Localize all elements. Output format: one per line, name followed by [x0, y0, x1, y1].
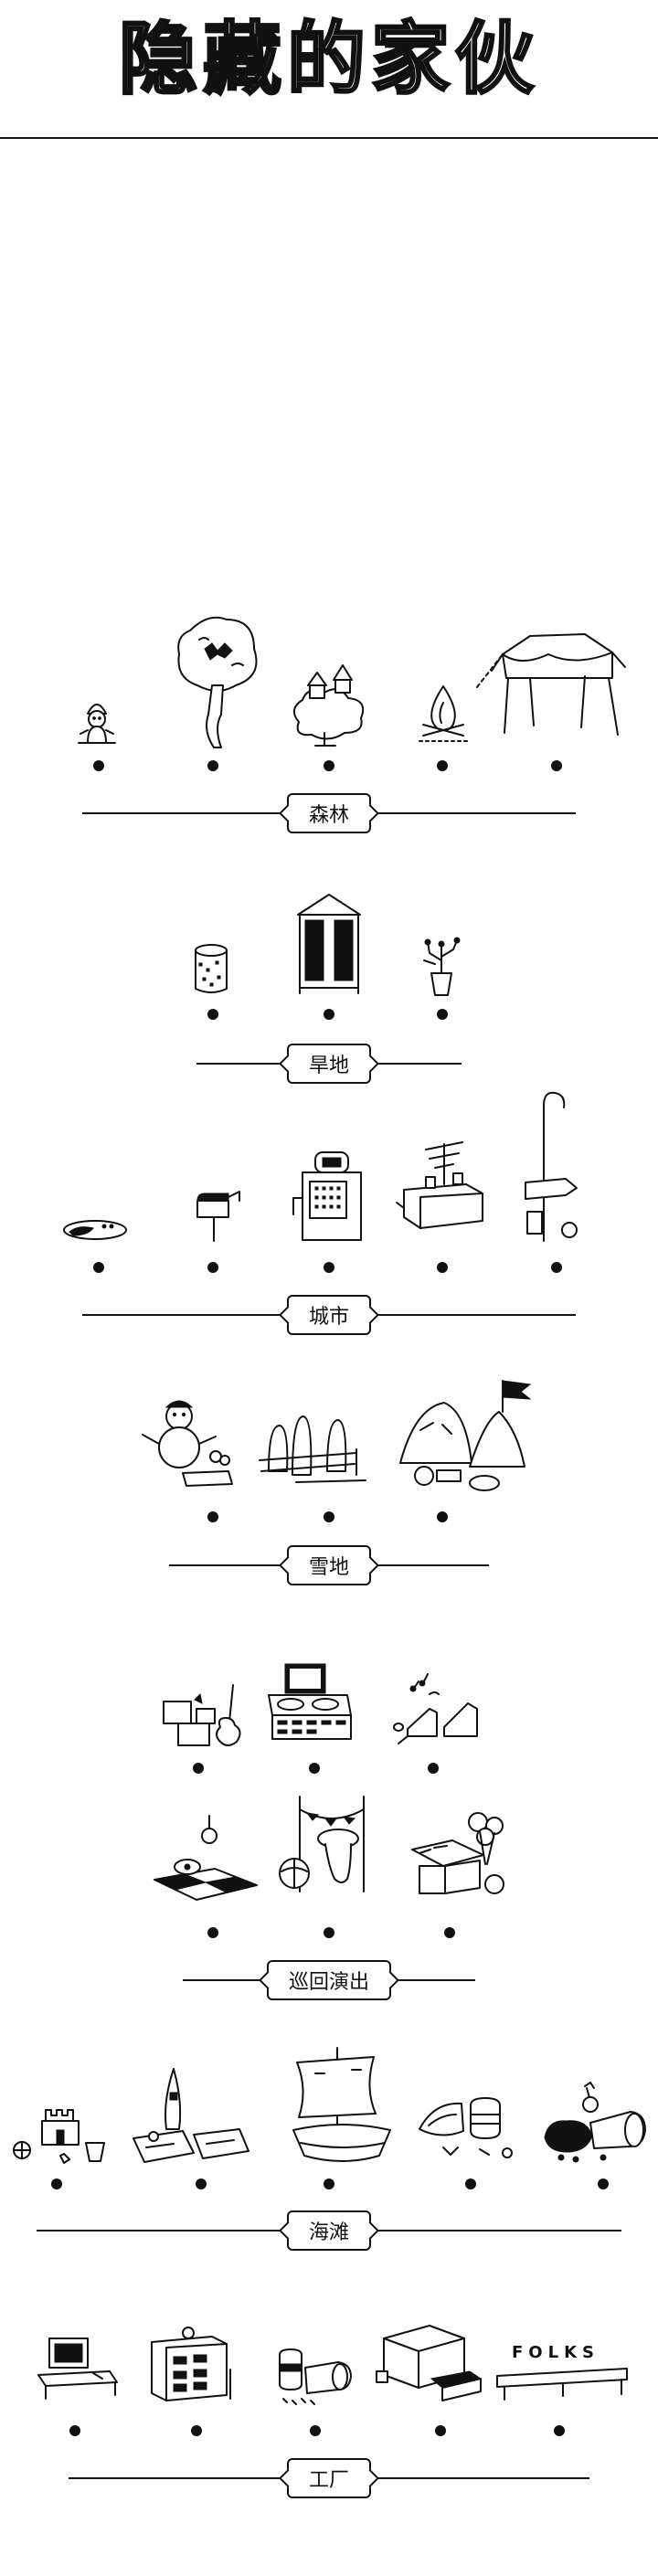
forest-level-4-node[interactable] — [437, 760, 448, 771]
city-level-5-node[interactable] — [551, 1262, 562, 1273]
factory-level-3-node[interactable] — [310, 2425, 321, 2436]
forest-level-2-node[interactable] — [207, 760, 218, 771]
beach-level-3-node[interactable] — [324, 2178, 334, 2189]
city-level-3-vending-machine-icon[interactable] — [288, 1147, 375, 1247]
beach-level-4-boat-barrel-icon[interactable] — [416, 2083, 516, 2170]
forest-level-5-node[interactable] — [551, 760, 562, 771]
dryland-level-1-stump-icon[interactable] — [190, 941, 232, 996]
forest-level-5-tent-icon[interactable] — [475, 631, 631, 740]
dryland-section-label[interactable]: 旱地 — [286, 1044, 372, 1084]
city-level-4-rooftop-antenna-icon[interactable] — [393, 1133, 494, 1243]
beach-level-2-node[interactable] — [196, 2178, 207, 2189]
factory-level-4-container-crates-icon[interactable] — [375, 2316, 484, 2403]
city-level-1-manhole-icon[interactable] — [60, 1215, 130, 1243]
tour-level-1-node[interactable] — [193, 1763, 204, 1774]
forest-level-3-treehouse-icon[interactable] — [288, 658, 370, 749]
beach-level-1-node[interactable] — [51, 2178, 62, 2189]
city-level-3-node[interactable] — [324, 1262, 334, 1273]
forest-level-1-node[interactable] — [93, 760, 104, 771]
tour-level-2-node[interactable] — [309, 1763, 320, 1774]
dryland-level-2-booth-icon[interactable] — [292, 891, 366, 996]
snow-level-2-node[interactable] — [324, 1511, 334, 1522]
beach-level-3-sailboat-icon[interactable] — [288, 2042, 398, 2170]
snow-level-2-ski-rack-icon[interactable] — [256, 1407, 370, 1499]
snow-level-1-snowman-icon[interactable] — [137, 1398, 238, 1499]
forest-level-3-node[interactable] — [324, 760, 334, 771]
tour-level-5-tuba-stage-icon[interactable] — [274, 1791, 384, 1905]
city-level-5-signpost-icon[interactable] — [516, 1087, 580, 1243]
forest-level-2-tree-icon[interactable] — [172, 612, 263, 749]
beach-level-5-crab-pipe-icon[interactable] — [539, 2079, 653, 2170]
factory-section-label[interactable]: 工厂 — [286, 2458, 372, 2498]
beach-level-1-sandcastle-icon[interactable] — [9, 2097, 110, 2170]
snow-level-3-node[interactable] — [437, 1511, 448, 1522]
tour-level-4-disco-floor-icon[interactable] — [151, 1814, 260, 1905]
tour-level-4-node[interactable] — [207, 1927, 218, 1938]
factory-level-5-folks-stage-icon[interactable]: FOLKS — [494, 2339, 631, 2403]
snow-section-label[interactable]: 雪地 — [286, 1545, 372, 1585]
tour-level-5-node[interactable] — [324, 1927, 334, 1938]
city-level-2-node[interactable] — [207, 1262, 218, 1273]
forest-level-1-gnome-icon[interactable] — [75, 690, 119, 747]
beach-section-label[interactable]: 海滩 — [286, 2210, 372, 2251]
factory-level-2-node[interactable] — [191, 2425, 202, 2436]
beach-level-2-surfboard-towels-icon[interactable] — [128, 2065, 251, 2170]
tour-level-3-node[interactable] — [428, 1763, 439, 1774]
title-divider — [0, 137, 658, 139]
tour-level-6-stall-balloons-icon[interactable] — [407, 1809, 516, 1905]
factory-level-4-node[interactable] — [435, 2425, 446, 2436]
factory-level-1-node[interactable] — [69, 2425, 80, 2436]
dryland-level-1-node[interactable] — [207, 1009, 218, 1020]
game-title: 隐藏的家伙 — [118, 14, 539, 105]
dryland-level-3-node[interactable] — [437, 1009, 448, 1020]
tour-level-6-node[interactable] — [444, 1927, 455, 1938]
factory-level-5-node[interactable] — [554, 2425, 565, 2436]
tour-section-label[interactable]: 巡回演出 — [266, 1960, 392, 2000]
tour-level-2-dj-booth-icon[interactable] — [265, 1659, 356, 1750]
factory-level-3-barrels-icon[interactable] — [274, 2344, 356, 2408]
dryland-level-2-node[interactable] — [324, 1009, 334, 1020]
dryland-level-3-cactus-icon[interactable] — [417, 937, 466, 997]
forest-section-label[interactable]: 森林 — [286, 793, 372, 833]
city-level-4-node[interactable] — [437, 1262, 448, 1273]
beach-level-4-node[interactable] — [465, 2178, 476, 2189]
city-level-2-mailbox-icon[interactable] — [192, 1188, 247, 1245]
factory-level-2-drawer-cabinet-icon[interactable] — [146, 2326, 238, 2403]
tour-level-1-cases-guitar-icon[interactable] — [160, 1681, 251, 1750]
snow-level-3-camp-hill-icon[interactable] — [393, 1375, 548, 1499]
beach-level-5-node[interactable] — [598, 2178, 609, 2189]
snow-level-1-node[interactable] — [207, 1511, 218, 1522]
tour-level-3-speakers-icon[interactable] — [393, 1672, 494, 1750]
city-section-label[interactable]: 城市 — [286, 1295, 372, 1335]
forest-level-4-campfire-icon[interactable] — [416, 681, 471, 745]
city-level-1-node[interactable] — [93, 1262, 104, 1273]
factory-level-1-computer-desk-icon[interactable] — [37, 2335, 119, 2403]
factory-sign-text: FOLKS — [512, 2343, 600, 2362]
